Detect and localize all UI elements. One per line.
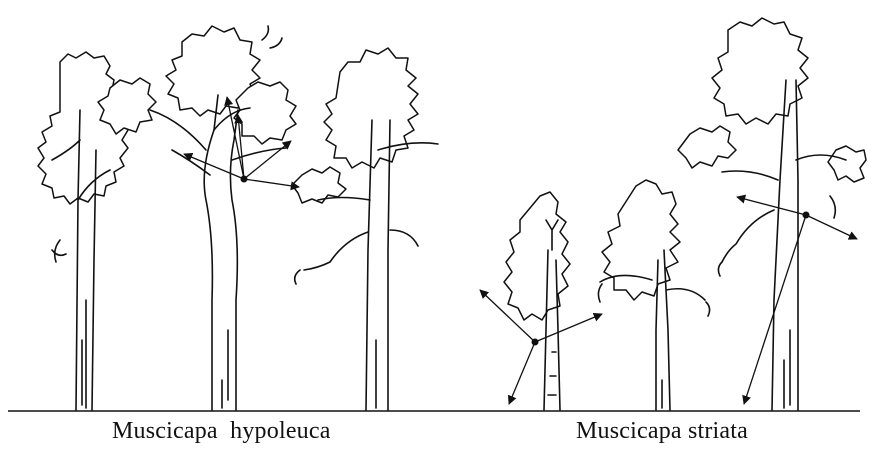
- tree-left-2: [98, 26, 296, 410]
- tree-right-birch-2: [598, 180, 709, 410]
- tree-right-birch-1: [504, 192, 570, 410]
- tree-left-3: [292, 48, 438, 410]
- caption-muscicapa-striata: Muscicapa striata: [576, 418, 748, 445]
- bird-arrows-right-tall: [737, 197, 857, 404]
- caption-muscicapa-hypoleuca: Muscicapa hypoleuca: [112, 418, 331, 445]
- tree-right-tall: [678, 18, 866, 410]
